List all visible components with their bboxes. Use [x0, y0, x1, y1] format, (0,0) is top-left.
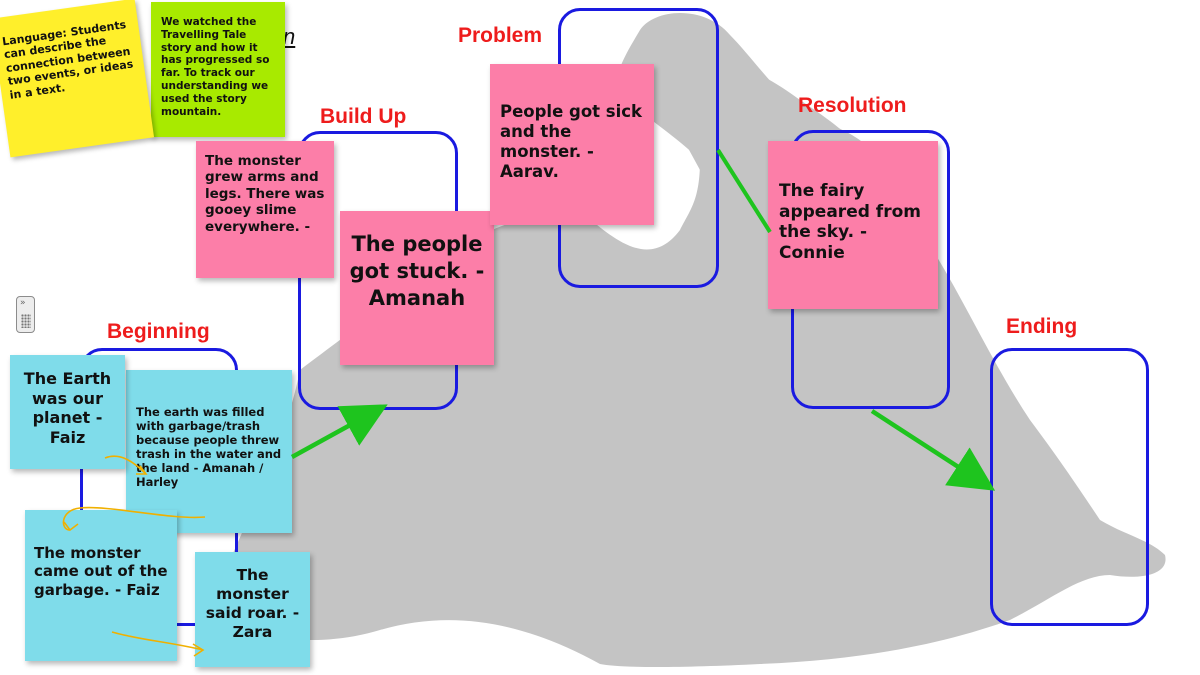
scroll-handle-icon[interactable]: » [16, 296, 35, 333]
stage-box-ending [990, 348, 1149, 626]
sticky-note-people-stuck[interactable]: The people got stuck. - Amanah [340, 211, 494, 365]
sticky-note-earth-planet[interactable]: The Earth was our planet - Faiz [10, 355, 125, 469]
stage-label-problem: Problem [458, 24, 543, 47]
mountain-shape [230, 12, 1166, 667]
stage-label-build-up: Build Up [320, 105, 407, 128]
sticky-note-earth-garbage[interactable]: The earth was filled with garbage/trash … [126, 370, 292, 533]
stage-label-beginning: Beginning [107, 320, 210, 343]
chevron-right-icon: » [20, 298, 26, 308]
sticky-note-people-sick[interactable]: People got sick and the monster. - Aarav… [490, 64, 654, 225]
context-note[interactable]: We watched the Travelling Tale story and… [151, 2, 285, 137]
grip-dots-icon [21, 314, 31, 328]
stage-label-resolution: Resolution [798, 94, 907, 117]
sticky-note-monster-grew[interactable]: The monster grew arms and legs. There wa… [196, 141, 334, 278]
sticky-note-monster-came[interactable]: The monster came out of the garbage. - F… [25, 510, 177, 661]
objective-note[interactable]: Language: Students can describe the conn… [0, 0, 155, 158]
sticky-note-monster-roar[interactable]: The monster said roar. - Zara [195, 552, 310, 667]
sticky-note-fairy[interactable]: The fairy appeared from the sky. - Conni… [768, 141, 938, 309]
stage-label-ending: Ending [1006, 315, 1078, 338]
page-title-fragment: n [283, 24, 296, 49]
